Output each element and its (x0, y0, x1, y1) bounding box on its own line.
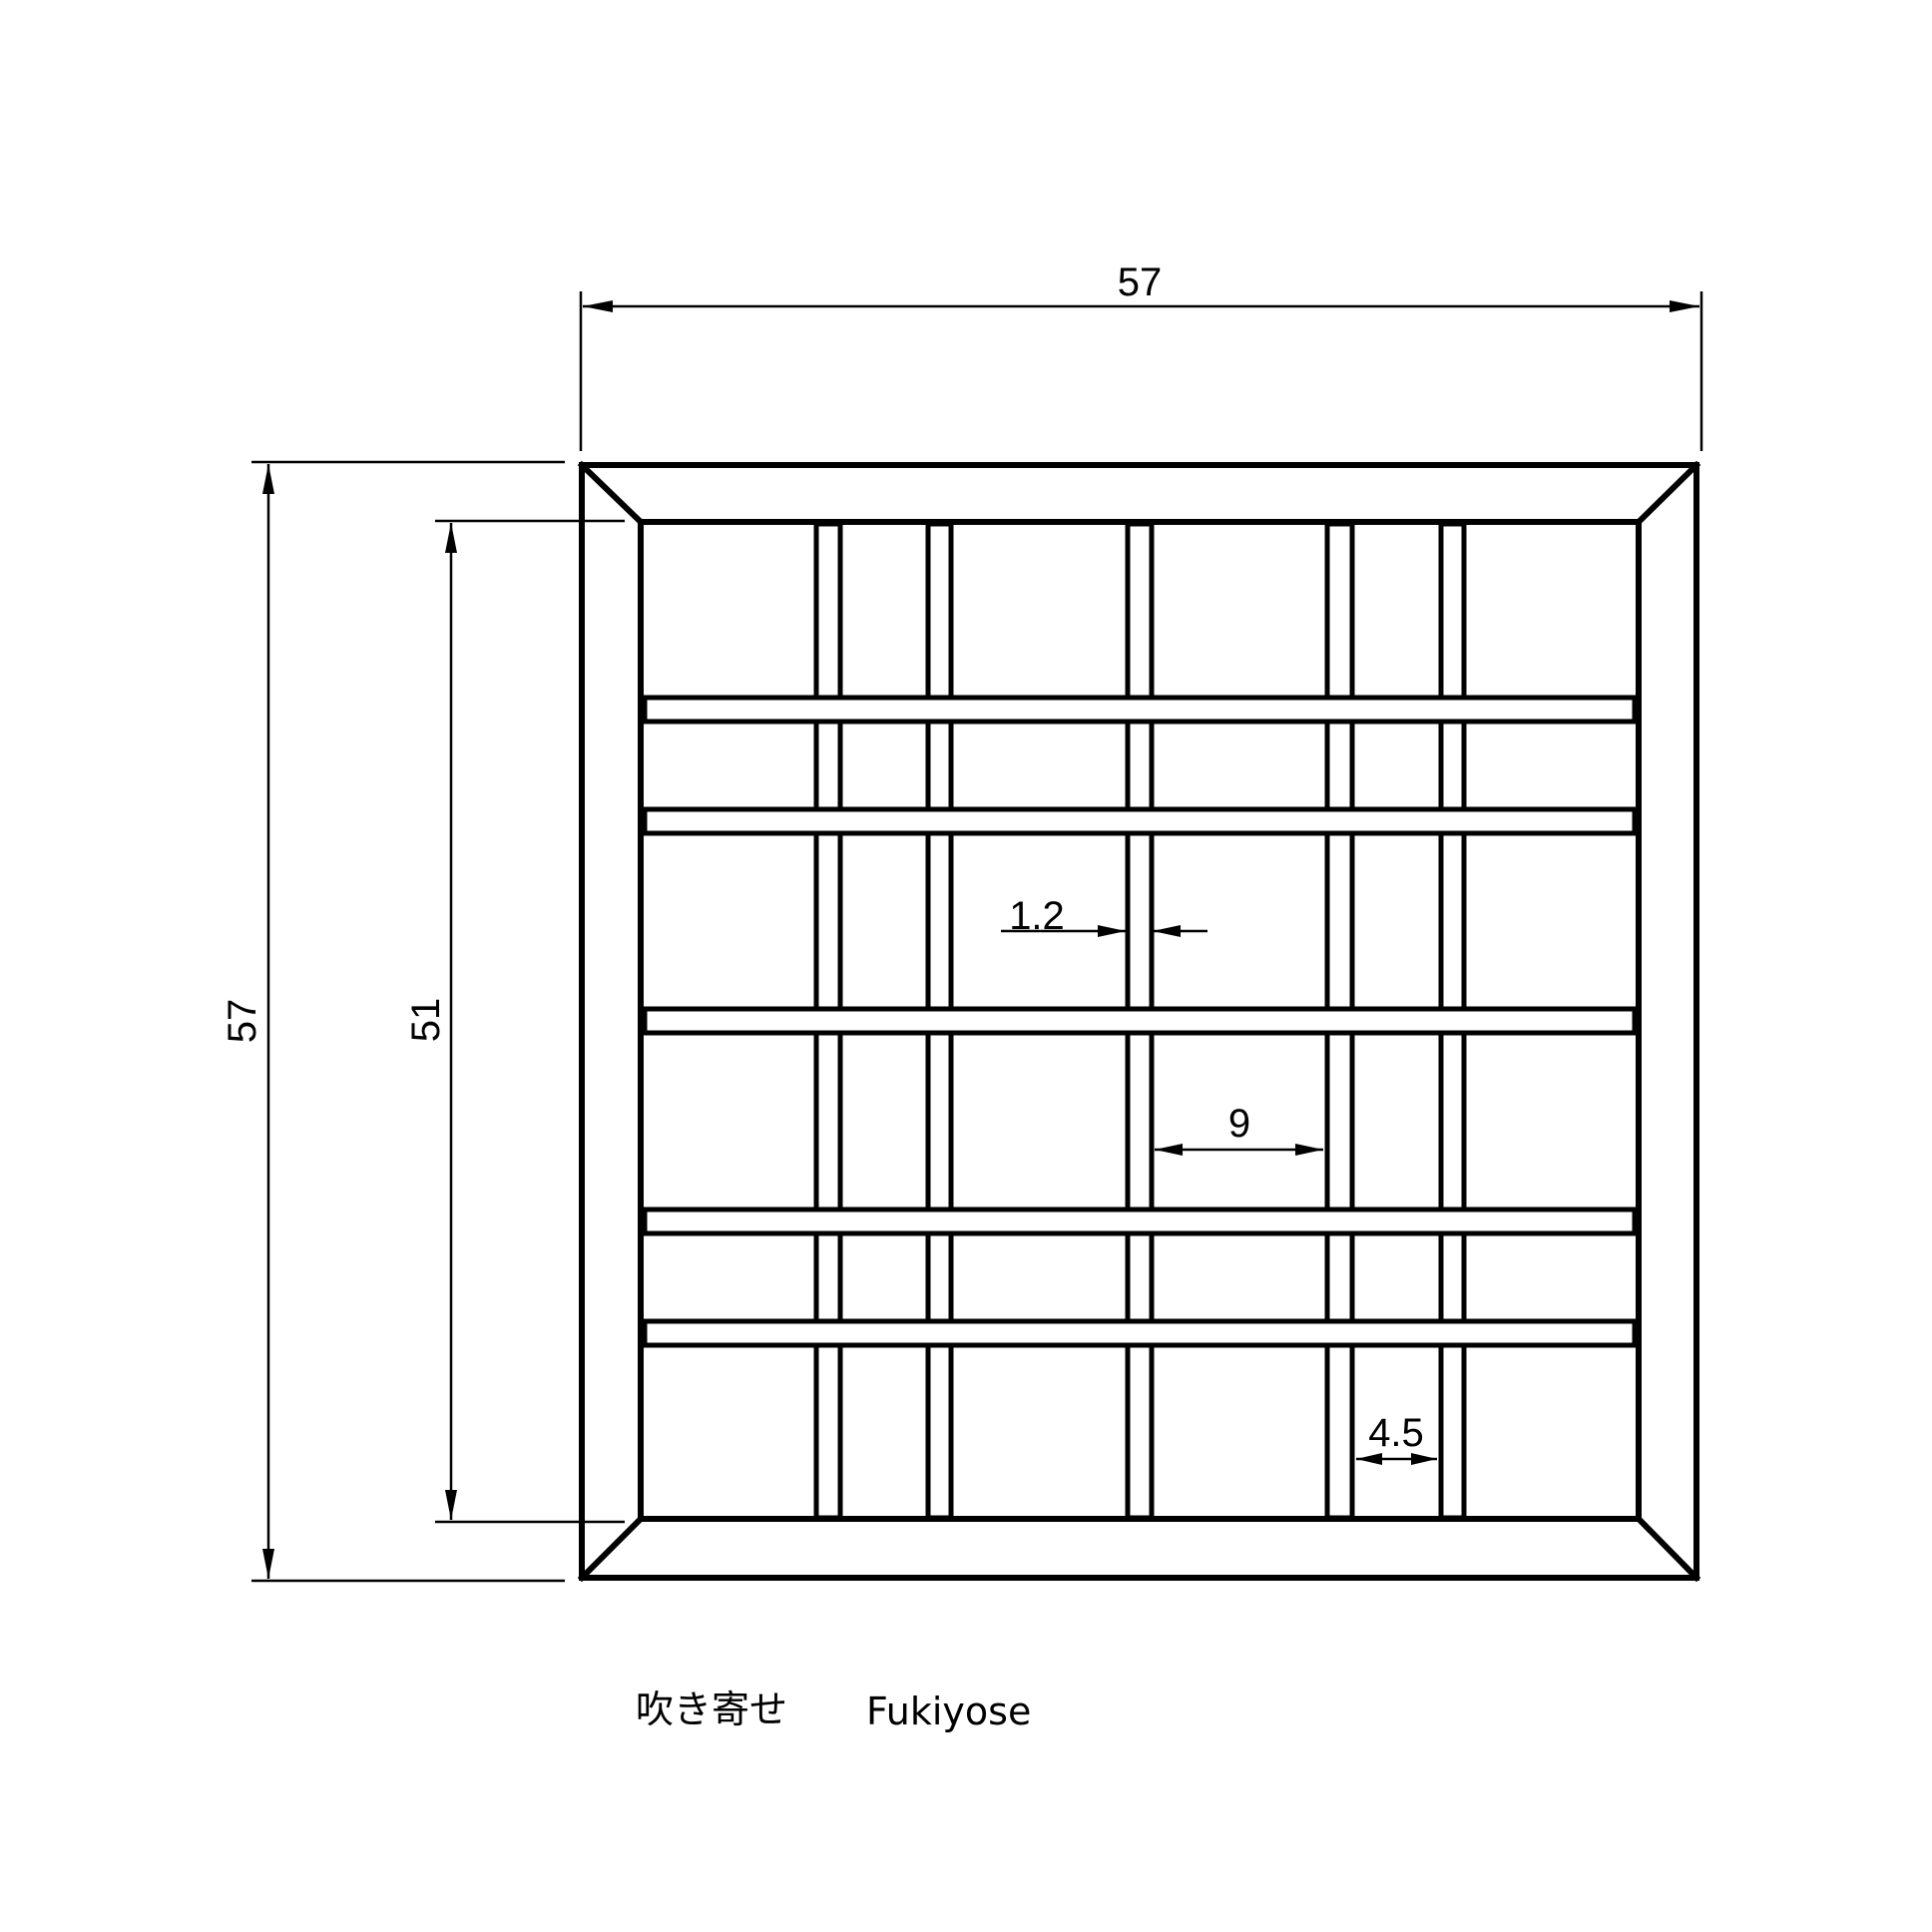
arrowhead-top-icon (445, 523, 457, 553)
arrowhead-right-icon (1411, 1453, 1437, 1465)
arrowhead-top-icon (262, 464, 274, 494)
arrowhead-left-icon (583, 300, 613, 312)
arrowhead-left-icon (1153, 925, 1181, 937)
inner-height-dimension: 51 (404, 519, 625, 1524)
arrowhead-right-icon (1098, 925, 1126, 937)
horizontal-bar (642, 1318, 1638, 1348)
caption: 吹き寄せ Fukiyose (636, 1688, 1031, 1733)
caption-romaji: Fukiyose (866, 1690, 1031, 1733)
overall-height-dimension: 57 (221, 460, 565, 1583)
arrowhead-right-icon (1295, 1144, 1323, 1156)
arrowhead-left-icon (1356, 1453, 1382, 1465)
horizontal-bars (642, 695, 1638, 1348)
horizontal-bar (642, 1207, 1638, 1236)
inner-height-label: 51 (404, 998, 448, 1043)
caption-japanese: 吹き寄せ (636, 1688, 787, 1731)
overall-width-dimension: 57 (579, 260, 1703, 451)
wide-gap-dimension: 9 (1155, 1102, 1323, 1156)
narrow-gap-dimension: 4.5 (1356, 1411, 1437, 1465)
slat-thickness-label: 1.2 (1009, 894, 1065, 938)
wide-gap-label: 9 (1228, 1102, 1250, 1146)
miter-bottom-right (1634, 1514, 1701, 1583)
arrowhead-bottom-icon (445, 1490, 457, 1520)
miter-top-right (1634, 460, 1701, 527)
narrow-gap-label: 4.5 (1368, 1411, 1424, 1455)
overall-width-label: 57 (1118, 260, 1163, 304)
overall-height-label: 57 (221, 999, 264, 1044)
arrowhead-left-icon (1155, 1144, 1183, 1156)
horizontal-bar (642, 695, 1638, 724)
arrowhead-bottom-icon (262, 1549, 274, 1579)
horizontal-bar (642, 1006, 1638, 1036)
miter-top-left (577, 460, 646, 527)
slat-thickness-dimension: 1.2 (1001, 894, 1208, 938)
frame-outer-edge (579, 462, 1699, 1581)
arrowhead-right-icon (1670, 300, 1699, 312)
horizontal-bar (642, 806, 1638, 836)
miter-bottom-left (577, 1514, 646, 1583)
